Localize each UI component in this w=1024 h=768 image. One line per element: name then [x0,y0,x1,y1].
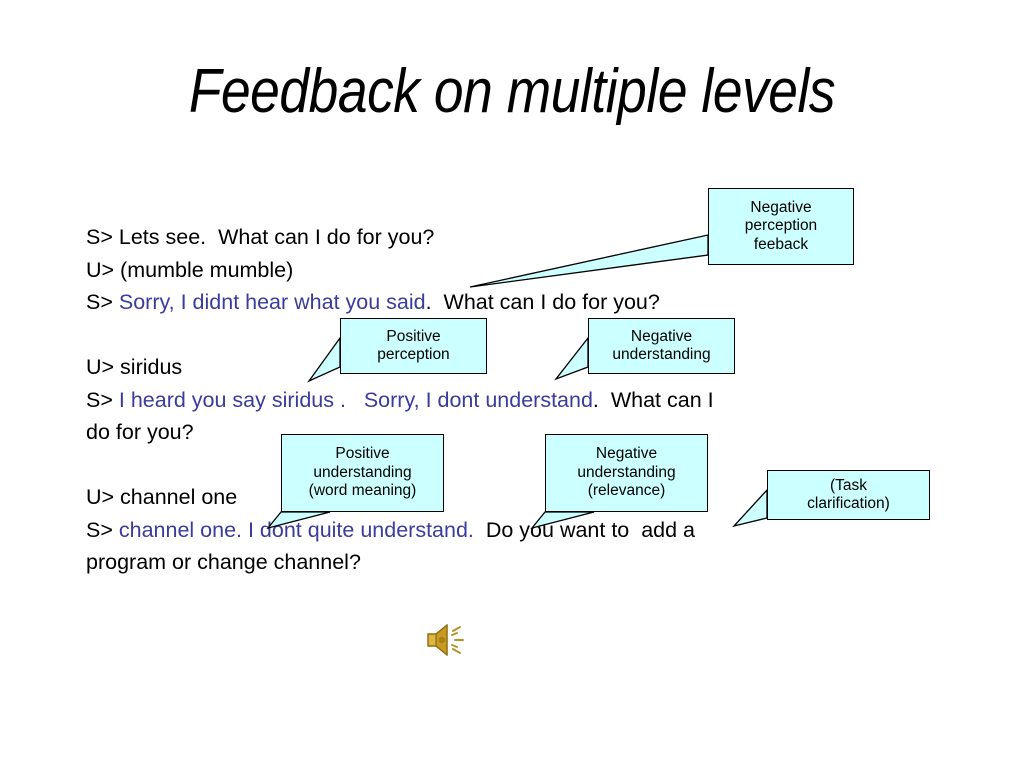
transcript-line: U> siridus [86,351,786,384]
transcript-segment: Do you want to add a [473,517,696,542]
transcript-segment: Sorry, I didnt hear what you said [118,290,426,314]
callout-text-line: Negative [595,445,658,463]
transcript-segment: . What can I do for you? [425,290,660,314]
page-title: Feedback on multiple levels [188,57,836,126]
callout-text-line: Positive [386,327,441,345]
transcript-segment: do for you? [86,420,194,444]
transcript-segment: . What can I [592,387,714,412]
transcript-segment: I heard you say siridus . Sorry, I dont … [118,387,593,412]
callout-text-line: understanding [612,346,711,363]
transcript-segment: program or change channel? [86,550,361,574]
transcript-segment: S> [86,290,119,314]
transcript-segment: S> Lets see. What can I do for you? [86,225,435,249]
callout-text-line: Positive [335,445,390,463]
callout-text-line: understanding [577,463,676,481]
transcript-segment: channel one. I dont quite understand. [118,517,474,542]
transcript-segment: S> [86,387,119,412]
callout-text-line: clarification) [807,495,890,512]
transcript-segment: U> channel one [86,485,238,509]
transcript-line: S> Lets see. What can I do for you? [86,221,786,254]
transcript-line: U> (mumble mumble) [86,254,786,287]
callout-text-line: (Task [829,476,868,494]
transcript-segment: S> [86,517,119,542]
transcript-line: program or change channel? [86,546,786,579]
transcript-line: S> Sorry, I didnt hear what you said. Wh… [86,286,786,319]
callout-text-line: (word meaning) [308,482,417,500]
callout-text-line: perception [377,346,450,363]
transcript-line: S> I heard you say siridus . Sorry, I do… [86,384,786,417]
callout-text-line: (relevance) [587,482,666,500]
callout-text-line: Negative [750,198,812,216]
transcript-line: U> channel one [86,481,786,514]
callout-text-line: perception [744,217,818,235]
callout-text-line: understanding [313,463,412,481]
transcript-line: do for you? [86,416,786,449]
transcript-line: S> channel one. I dont quite understand.… [86,514,786,547]
dialogue-transcript: S> Lets see. What can I do for you? U> (m… [86,221,786,579]
transcript-segment: U> siridus [86,355,183,379]
transcript-segment: U> (mumble mumble) [86,257,294,282]
speaker-sound-icon[interactable] [422,620,474,660]
callout-text-line: Negative [630,327,693,345]
callout-text-line: feeback [753,235,809,253]
